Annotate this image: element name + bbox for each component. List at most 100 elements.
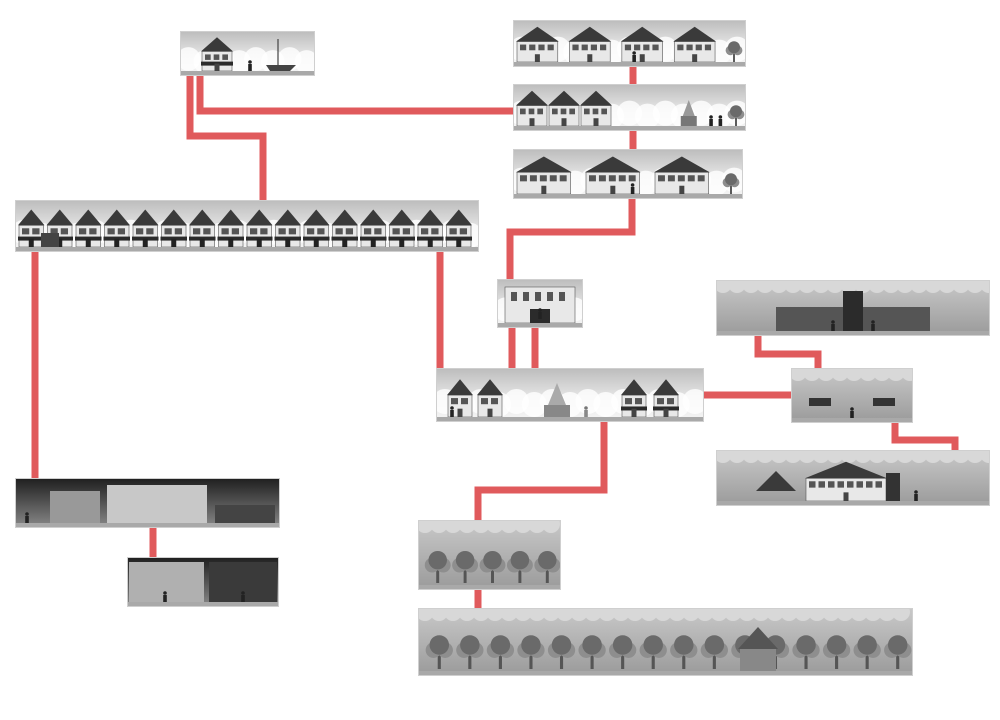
window — [118, 228, 125, 234]
window — [677, 45, 683, 51]
window — [529, 109, 535, 115]
room-town-square[interactable] — [432, 368, 707, 422]
tree-canopy — [705, 635, 725, 655]
window — [609, 175, 616, 181]
tree-canopy — [460, 635, 480, 655]
window — [548, 45, 554, 51]
window — [591, 45, 597, 51]
door — [587, 54, 592, 62]
npc-body — [719, 119, 723, 126]
tree-canopy — [428, 551, 446, 569]
window — [658, 175, 665, 181]
npc-head — [709, 115, 713, 119]
window — [599, 175, 606, 181]
room-scene — [509, 149, 746, 199]
room-manor[interactable] — [494, 279, 587, 328]
window — [688, 175, 695, 181]
tree-canopy — [491, 635, 511, 655]
window — [193, 228, 200, 234]
window — [538, 45, 544, 51]
door — [314, 239, 319, 247]
cave-house — [107, 485, 207, 523]
room-estate-gate[interactable] — [714, 275, 998, 336]
npc-head — [632, 51, 636, 55]
tree-canopy — [430, 635, 450, 655]
window — [403, 228, 410, 234]
room-town-upper-3[interactable] — [509, 149, 746, 199]
tree-canopy — [725, 173, 737, 185]
door — [679, 186, 684, 194]
room-scene — [416, 515, 561, 590]
window — [625, 45, 631, 51]
npc-body — [241, 595, 245, 602]
tree-canopy — [582, 635, 602, 655]
window — [32, 228, 39, 234]
npc-head — [241, 591, 245, 595]
window — [696, 45, 702, 51]
room-underground-1[interactable] — [15, 478, 280, 528]
window — [364, 228, 371, 234]
room-scene — [494, 279, 587, 328]
npc-body — [709, 119, 713, 126]
npc-head — [831, 320, 835, 324]
fountain — [681, 116, 697, 126]
window — [547, 292, 553, 301]
room-farmhouse[interactable] — [714, 445, 998, 506]
window — [175, 228, 182, 234]
room-town-upper-1[interactable] — [509, 20, 749, 67]
npc-head — [584, 406, 588, 410]
connector-town-upper-3-to-manor — [510, 188, 632, 282]
door — [428, 239, 433, 247]
window — [461, 398, 468, 404]
window — [89, 228, 96, 234]
room-harbor[interactable] — [177, 31, 319, 76]
window — [635, 398, 642, 404]
window — [108, 228, 115, 234]
window — [336, 228, 343, 234]
door — [285, 239, 290, 247]
door — [594, 118, 599, 126]
gate — [886, 473, 900, 501]
window — [481, 398, 488, 404]
room-scene — [15, 478, 280, 528]
signpost — [873, 398, 895, 406]
window — [686, 45, 692, 51]
window — [559, 292, 565, 301]
room-crossroads[interactable] — [789, 363, 919, 423]
door — [640, 54, 645, 62]
window — [205, 54, 211, 59]
room-town-upper-2[interactable] — [509, 84, 749, 131]
npc-body — [584, 410, 588, 417]
npc-head — [25, 512, 29, 516]
door — [215, 64, 220, 71]
room-scene — [127, 557, 279, 607]
npc-head — [163, 591, 167, 595]
cart — [41, 233, 59, 247]
window — [705, 45, 711, 51]
window — [629, 175, 636, 181]
door — [844, 492, 849, 501]
npc-head — [871, 320, 875, 324]
tree-canopy — [888, 635, 908, 655]
npc-body — [25, 516, 29, 523]
room-main-street[interactable] — [11, 200, 482, 252]
door — [257, 239, 262, 247]
foliage — [542, 515, 560, 533]
window — [520, 175, 527, 181]
door — [530, 118, 535, 126]
window — [535, 292, 541, 301]
connector-harbor-to-town-upper-2 — [200, 76, 513, 111]
room-forest-1[interactable] — [416, 515, 561, 590]
door — [399, 239, 404, 247]
door — [488, 409, 493, 417]
room-underground-2[interactable] — [127, 557, 279, 607]
window — [520, 45, 526, 51]
room-scene — [11, 200, 482, 252]
window — [540, 175, 547, 181]
window — [619, 175, 626, 181]
tree-canopy — [538, 551, 556, 569]
tree-canopy — [483, 551, 501, 569]
room-scene — [177, 31, 319, 76]
rubble — [215, 505, 275, 523]
room-forest-2[interactable] — [416, 603, 913, 676]
